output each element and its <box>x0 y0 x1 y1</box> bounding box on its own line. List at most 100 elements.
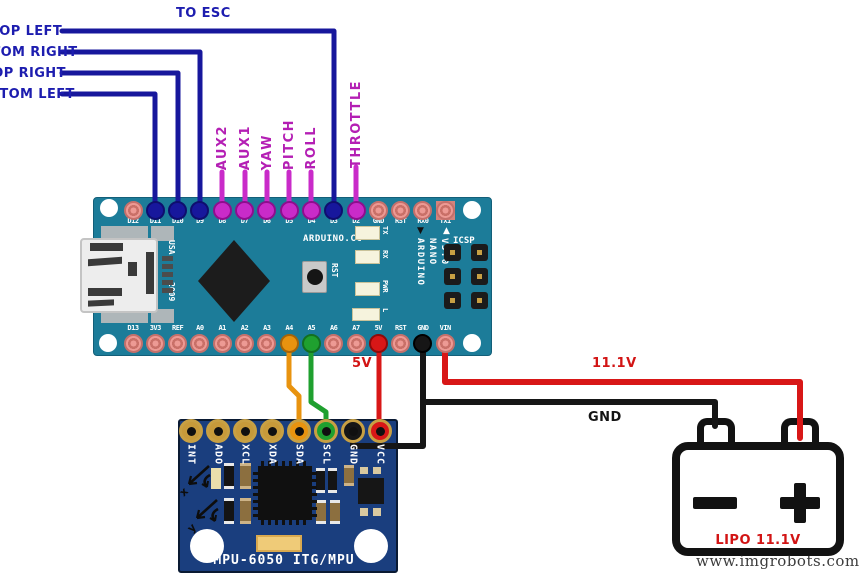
regulator-pad <box>373 508 381 516</box>
smd-component <box>330 500 340 524</box>
arduino-pin-label-A1: A1 <box>218 324 226 332</box>
arduino-pin-label-D4: D4 <box>307 217 316 225</box>
label-throttle: THROTTLE <box>348 79 364 168</box>
arduino-pin-A7 <box>346 333 366 353</box>
mounting-hole <box>463 334 481 352</box>
arduino-pin-label-D5: D5 <box>285 217 293 225</box>
arduino-pin-label-D6: D6 <box>263 217 271 225</box>
smd-component <box>211 468 221 489</box>
up-triangle-icon: ▲ <box>443 226 450 236</box>
icsp-pin-pad <box>477 274 482 279</box>
mpu-pin-XDA <box>260 419 284 443</box>
label-aux1: AUX1 <box>237 124 253 170</box>
mpu-pin-XCL <box>233 419 257 443</box>
silk-model-line: NANO <box>427 238 437 266</box>
arduino-pin-GND <box>368 200 388 220</box>
label-top-right: TOP RIGHT <box>0 66 66 81</box>
smd-component <box>240 463 251 489</box>
arduino-pin-D2 <box>346 200 366 220</box>
label-5v: 5V <box>352 356 373 371</box>
arduino-pin-label-D9: D9 <box>196 217 204 225</box>
icsp-header-pin <box>471 244 488 261</box>
pin-hole <box>267 426 277 436</box>
arduino-pin-label-D10: D10 <box>172 217 184 225</box>
mounting-hole <box>190 529 224 563</box>
mpu-pin-label-text: VCC <box>374 444 386 466</box>
arduino-pin-label-D8: D8 <box>218 217 226 225</box>
mpu-pin-GND <box>341 419 365 443</box>
usb-pad <box>151 226 174 241</box>
mpu-pin-label-text: INT <box>185 444 197 466</box>
mpu-board-label: MPU-6050 ITG/MPU <box>213 553 355 568</box>
arduino-pin-label-A4: A4 <box>285 324 293 332</box>
mpu-chip-pins <box>261 461 309 466</box>
usb-pin <box>162 264 173 269</box>
arduino-pin-label-D12: D12 <box>127 217 139 225</box>
arduino-pin-GND <box>413 333 433 353</box>
arduino-pin-D5 <box>279 200 299 220</box>
arduino-pin-D10 <box>168 200 188 220</box>
label-pitch: PITCH <box>281 118 297 170</box>
mpu-chip <box>258 466 312 520</box>
arduino-pin-RST <box>391 333 411 353</box>
arduino-pin-D12 <box>123 200 143 220</box>
arduino-pin-label-GND: GND <box>372 217 385 225</box>
silk-led-tx: TX <box>381 226 389 235</box>
wire-top-left-d3 <box>59 28 337 213</box>
arduino-pin-label-3V3: 3V3 <box>149 324 162 332</box>
smd-component <box>344 465 354 486</box>
wire-gnd-battery <box>420 399 718 429</box>
reset-button <box>302 261 327 293</box>
wire-a4-sda <box>286 341 302 435</box>
battery-plus-symbol-v <box>794 483 806 523</box>
mpu-pin-label-SCL: SCL <box>318 444 334 496</box>
battery-label: LIPO 11.1V <box>715 533 801 548</box>
usb-detail <box>90 243 123 251</box>
label-aux2: AUX2 <box>214 124 230 170</box>
usb-detail <box>146 252 154 294</box>
usb-detail <box>88 288 122 296</box>
arduino-pin-label-A5: A5 <box>307 324 316 332</box>
icsp-header-pin <box>444 292 461 309</box>
arduino-pin-3V3 <box>145 333 165 353</box>
led-rx <box>355 250 380 264</box>
mounting-hole <box>100 199 118 217</box>
silk-usa: USA <box>167 240 176 255</box>
arduino-pin-D8 <box>212 200 232 220</box>
arduino-pin-label-A6: A6 <box>329 324 338 332</box>
icsp-header-pin <box>471 268 488 285</box>
mpu-pin-label-text: SCL <box>320 444 332 466</box>
arduino-pin-A6 <box>324 333 344 353</box>
usb-pad <box>151 309 174 323</box>
mpu-pin-label-XDA: XDA <box>264 444 280 496</box>
icsp-pin-pad <box>477 298 482 303</box>
led-pwr <box>355 282 380 296</box>
pin-hole <box>186 426 196 436</box>
arduino-pin-RST <box>391 200 411 220</box>
mpu-pin-VCC <box>368 419 392 443</box>
mpu-pin-label-text: XCL <box>239 444 251 466</box>
battery-minus-symbol <box>693 497 737 509</box>
icsp-pin-pad <box>450 298 455 303</box>
arduino-pin-label-RST: RST <box>395 217 407 225</box>
mpu-pin-label-text: ADO <box>212 444 224 466</box>
arduino-pin-A1 <box>212 333 232 353</box>
label-bottom-left: BOTTOM LEFT <box>0 87 75 102</box>
arduino-pin-A2 <box>235 333 254 353</box>
pin-hole <box>321 426 331 436</box>
arduino-pin-A3 <box>257 333 277 353</box>
arduino-pin-A4 <box>279 333 299 353</box>
regulator-pad <box>373 467 381 474</box>
arduino-pin-label-5V: 5V <box>374 324 383 332</box>
regulator-body <box>358 478 384 504</box>
icsp-header-pin <box>444 244 461 261</box>
icsp-header-pin <box>471 292 488 309</box>
arduino-pin-D11 <box>145 200 165 220</box>
smd-component <box>316 468 325 493</box>
silk-icsp: ICSP <box>453 236 475 246</box>
arduino-pin-D9 <box>190 200 210 220</box>
icsp-pin-pad <box>450 250 455 255</box>
down-triangle-icon: ▼ <box>417 226 424 236</box>
pin-hole <box>213 426 223 436</box>
